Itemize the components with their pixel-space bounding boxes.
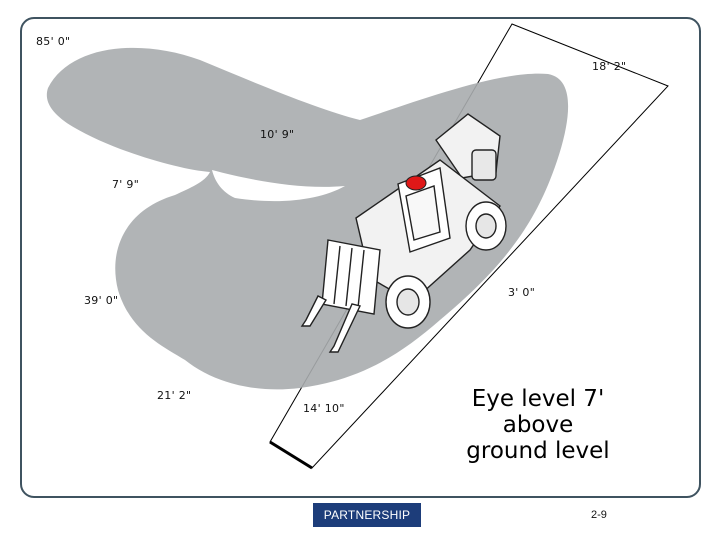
dim-bottom-middle: 14' 10" [303, 402, 345, 415]
operator-eye-marker [405, 175, 427, 191]
fork-carriage [321, 239, 381, 315]
dim-bottom-left: 21' 2" [157, 389, 192, 402]
blind-area-shape [46, 47, 569, 390]
carriage-bar-1 [333, 245, 341, 305]
ground-edge-bold [269, 440, 313, 470]
dim-right-front: 3' 0" [508, 286, 536, 299]
carriage-bar-3 [357, 249, 365, 309]
eye-level-line-2: above [502, 412, 574, 438]
fork-left [300, 295, 327, 327]
front-wheel-hub [396, 288, 420, 316]
dim-left-side: 39' 0" [84, 294, 119, 307]
eye-level-line-1: Eye level 7' [471, 386, 605, 412]
eye-level-line-3: ground level [466, 438, 610, 464]
fork-right [328, 303, 362, 353]
cab-window [405, 185, 441, 241]
dim-left-notch: 7' 9" [112, 178, 140, 191]
partnership-logo: PARTNERSHIP [313, 503, 421, 527]
dim-upper-middle: 10' 9" [260, 128, 295, 141]
page-number: 2-9 [591, 509, 607, 521]
boom-window [471, 149, 497, 181]
carriage-bar-2 [345, 247, 353, 307]
forklift [300, 113, 507, 353]
dim-top-right: 18' 2" [592, 60, 627, 73]
blind-area-notch [212, 170, 345, 202]
rear-wheel-hub [475, 213, 497, 239]
dim-top-left: 85' 0" [36, 35, 71, 48]
eye-level-note: Eye level 7' above ground level [448, 386, 628, 464]
